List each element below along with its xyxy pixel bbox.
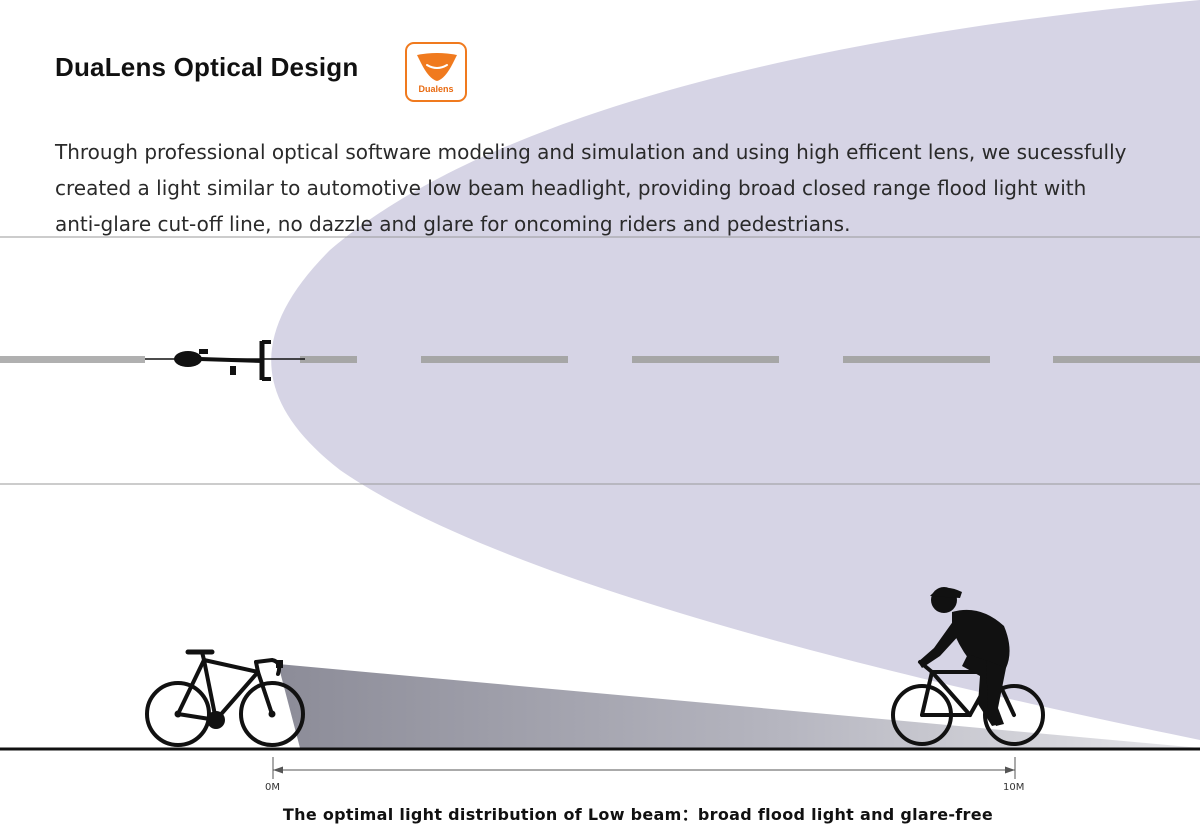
description-line: created a light similar to automotive lo… (55, 176, 1087, 200)
distance-scale (272, 757, 1016, 779)
description-line: anti-glare cut-off line, no dazzle and g… (55, 212, 851, 236)
scale-end-label: 10M (1003, 782, 1025, 793)
caption: The optimal light distribution of Low be… (282, 805, 994, 824)
bicycle-top-view (145, 340, 305, 381)
low-beam-side-view (278, 664, 1200, 748)
oncoming-cyclist (891, 587, 1045, 746)
scale-start-label: 0M (265, 782, 280, 793)
description-line: Through professional optical software mo… (55, 140, 1127, 164)
top-view-beam (271, 0, 1200, 740)
logo-text: Dualens (418, 84, 454, 94)
lens-icon (417, 53, 457, 81)
dualens-logo: Dualens (405, 42, 467, 102)
road-bike-side-view (145, 649, 305, 747)
page-title: DuaLens Optical Design (55, 52, 359, 82)
road-center-line (0, 356, 1200, 363)
description-text: Through professional optical software mo… (55, 134, 1155, 242)
